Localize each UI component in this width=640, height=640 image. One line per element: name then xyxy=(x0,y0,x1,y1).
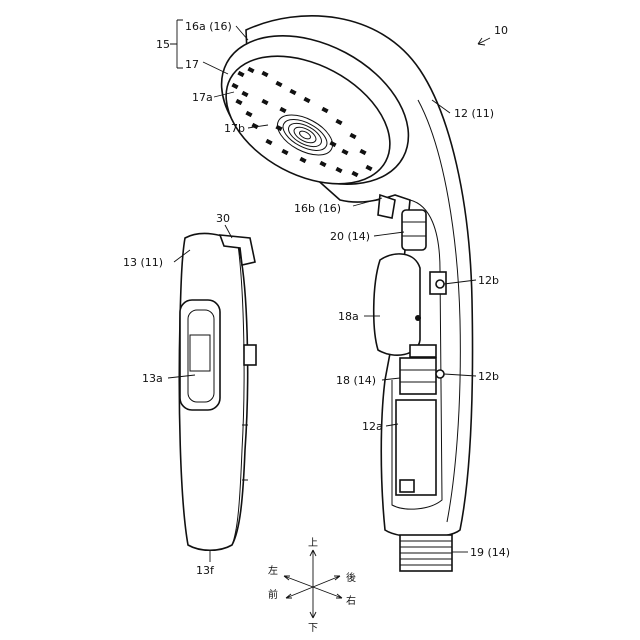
label-15: 15 xyxy=(156,38,170,51)
direction-indicator xyxy=(284,550,342,618)
label-17b: 17b xyxy=(224,122,245,135)
label-13a: 13a xyxy=(142,372,163,385)
label-12: 12 (11) xyxy=(454,107,494,120)
label-18a: 18a xyxy=(338,310,359,323)
label-13: 13 (11) xyxy=(123,256,163,269)
direction-left: 左 xyxy=(268,564,278,577)
label-18: 18 (14) xyxy=(336,374,376,387)
label-12b-top: 12b xyxy=(478,274,499,287)
direction-back: 後 xyxy=(346,571,356,584)
label-12b-bottom: 12b xyxy=(478,370,499,383)
label-17a: 17a xyxy=(192,91,213,104)
label-13f: 13f xyxy=(196,564,215,577)
cover-part xyxy=(179,234,256,551)
label-19: 19 (14) xyxy=(470,546,510,559)
hose-connector xyxy=(400,535,452,571)
label-20: 20 (14) xyxy=(330,230,370,243)
direction-up: 上 xyxy=(308,537,318,549)
label-16a: 16a (16) xyxy=(185,20,232,33)
direction-down: 下 xyxy=(308,623,318,634)
label-17: 17 xyxy=(185,58,199,71)
label-12a: 12a xyxy=(362,420,383,433)
label-30: 30 xyxy=(216,212,230,225)
direction-right: 右 xyxy=(346,594,356,607)
label-16b: 16b (16) xyxy=(294,202,341,215)
direction-front: 前 xyxy=(268,588,278,601)
label-figure-ref: 10 xyxy=(494,24,508,37)
